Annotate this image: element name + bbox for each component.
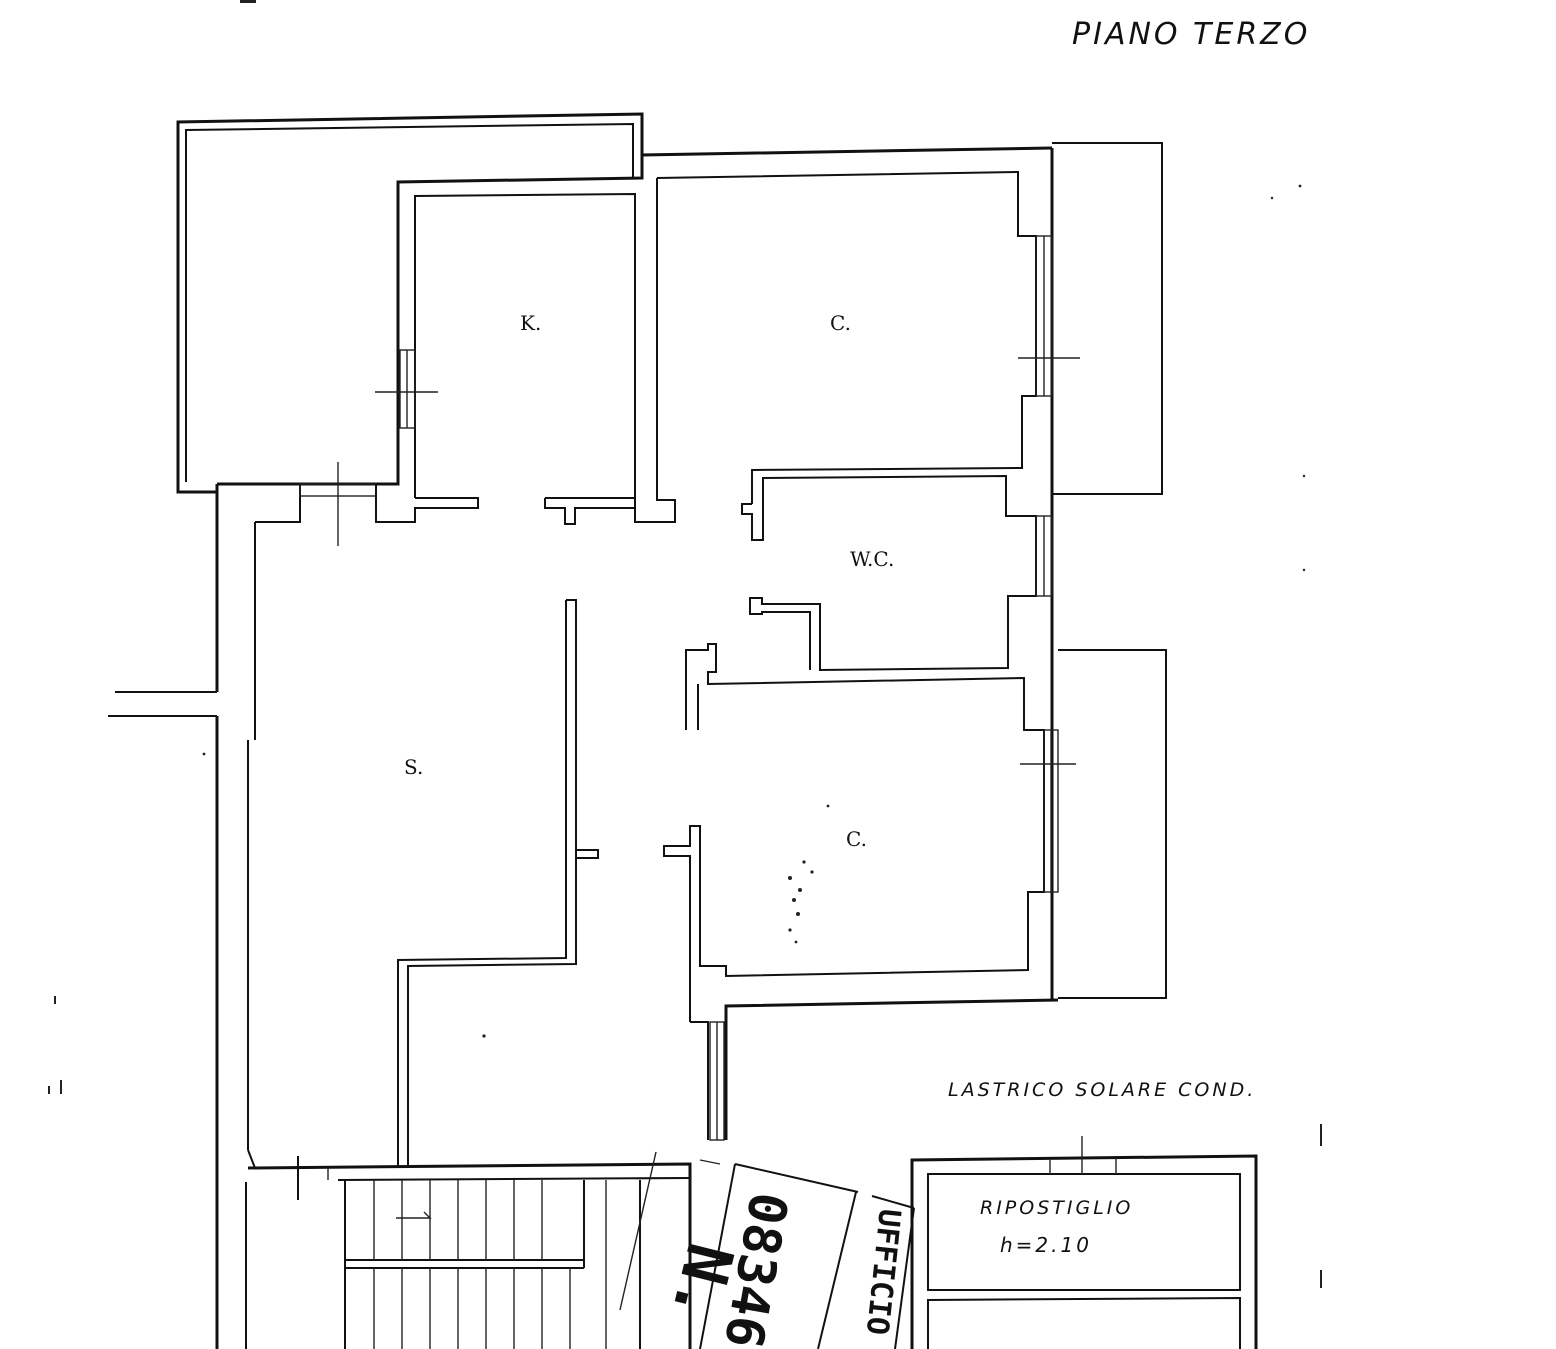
bathroom-walls <box>741 474 1053 672</box>
storage-room <box>910 1136 1258 1349</box>
floor-title: PIANO TERZO <box>1072 17 1310 52</box>
storage-label: RIPOSTIGLIO <box>980 1197 1133 1219</box>
living-partition <box>397 599 599 1168</box>
bedroom-bottom-walls <box>663 643 1167 1141</box>
kitchen-walls <box>217 146 1053 546</box>
office-stamp <box>619 1151 915 1349</box>
room-label-bedroom-bottom: C. <box>846 827 867 851</box>
balcony-top-left <box>176 112 644 494</box>
room-label-living: S. <box>404 755 423 779</box>
outer-wall-west <box>108 484 301 1349</box>
bedroom-top-walls <box>656 142 1163 1000</box>
scan-specks <box>48 0 1322 1288</box>
terrace-label: LASTRICO SOLARE COND. <box>948 1079 1256 1101</box>
room-label-bedroom-top: C. <box>830 311 851 335</box>
storage-height: h=2.10 <box>1000 1233 1092 1257</box>
staircase <box>245 1156 692 1349</box>
room-label-bathroom: W.C. <box>850 547 894 571</box>
room-label-kitchen: K. <box>520 311 541 335</box>
